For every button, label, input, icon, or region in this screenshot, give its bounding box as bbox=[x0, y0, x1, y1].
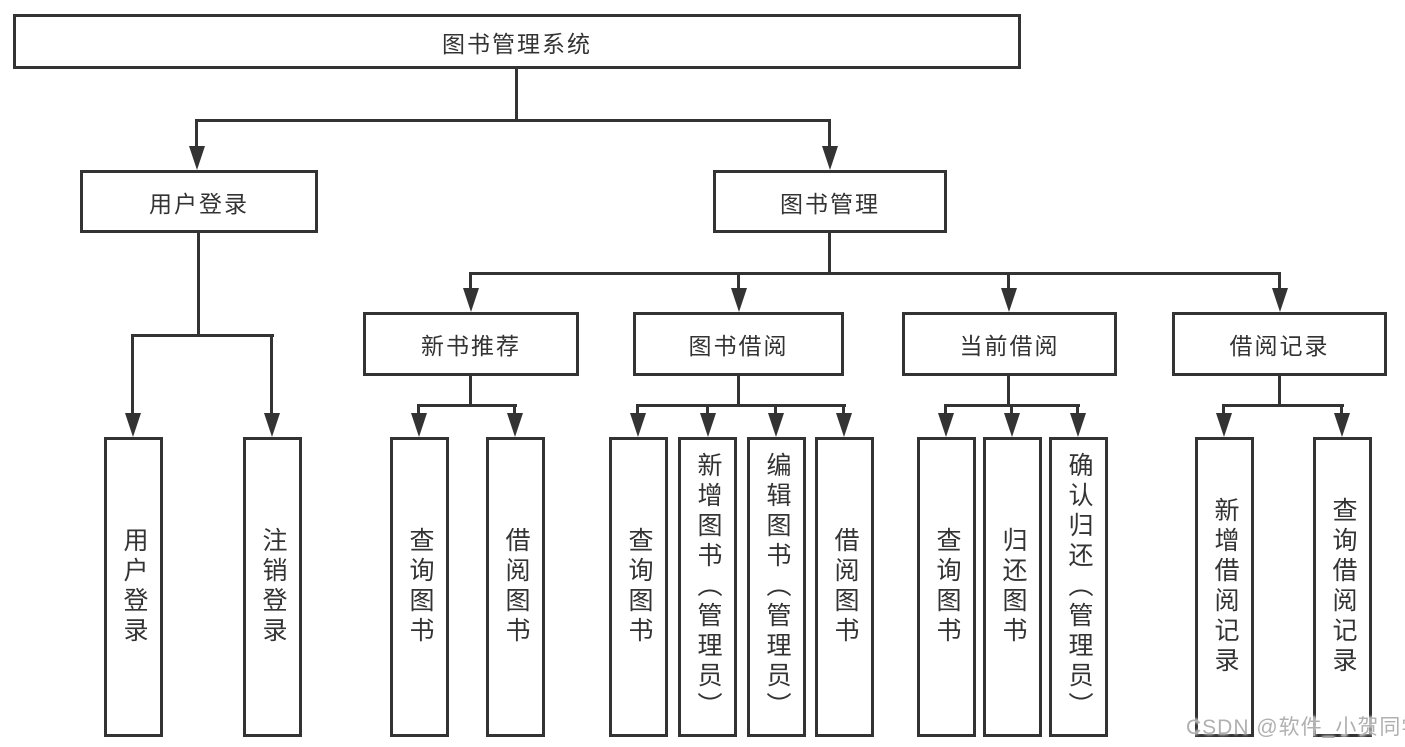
connector-root-stem bbox=[515, 68, 518, 121]
leaf-user-login-label: 用户登录 bbox=[120, 527, 148, 647]
leaf-bb-query-book: 查询图书 bbox=[609, 437, 668, 737]
connector-cb-confirm-stem bbox=[1076, 404, 1079, 418]
leaf-bb-borrow-book-label: 借阅图书 bbox=[831, 527, 859, 647]
node-book-management-label: 图书管理 bbox=[780, 190, 880, 217]
node-library-management-system-label: 图书管理系统 bbox=[442, 30, 592, 57]
connector-br-query-stem bbox=[1340, 404, 1343, 418]
leaf-logout: 注销登录 bbox=[243, 437, 302, 737]
leaf-cb-confirm-return: 确认归还（管理员） bbox=[1049, 437, 1108, 737]
leaf-cb-return-book-label: 归还图书 bbox=[999, 527, 1027, 647]
leaf-bb-add-book-label: 新增图书（管理员） bbox=[694, 452, 722, 722]
connector-borrow-records-bar bbox=[1222, 404, 1344, 407]
connector-bb-edit-stem bbox=[774, 404, 777, 418]
connector-to-new-book-stem bbox=[469, 272, 472, 292]
connector-book-borrow-stem2 bbox=[737, 375, 740, 407]
connector-root-to-user-login-stem bbox=[195, 119, 198, 149]
connector-bb-query-stem bbox=[636, 404, 639, 418]
connector-to-leaf-logout-stem bbox=[270, 334, 273, 416]
arrow-bb-query-icon bbox=[630, 413, 646, 437]
leaf-br-query-record-label: 查询借阅记录 bbox=[1329, 497, 1357, 677]
node-library-management-system: 图书管理系统 bbox=[13, 14, 1021, 69]
arrow-to-borrow-records-icon bbox=[1272, 288, 1288, 312]
node-user-login-label: 用户登录 bbox=[149, 190, 249, 217]
connector-root-bar bbox=[195, 119, 831, 122]
arrow-cb-confirm-icon bbox=[1070, 413, 1086, 437]
leaf-br-add-record-label: 新增借阅记录 bbox=[1211, 497, 1239, 677]
leaf-bb-borrow-book: 借阅图书 bbox=[815, 437, 874, 737]
leaf-user-login: 用户登录 bbox=[104, 437, 163, 737]
connector-nb-query-stem bbox=[417, 404, 420, 418]
connector-user-login-stem bbox=[197, 232, 200, 336]
connector-new-book-stem bbox=[469, 375, 472, 407]
node-book-borrow: 图书借阅 bbox=[633, 312, 844, 376]
leaf-br-query-record: 查询借阅记录 bbox=[1313, 437, 1372, 737]
arrow-bb-edit-icon bbox=[768, 413, 784, 437]
connector-book-borrow-bar bbox=[636, 404, 846, 407]
arrow-br-query-icon bbox=[1334, 413, 1350, 437]
leaf-nb-query-book-label: 查询图书 bbox=[406, 527, 434, 647]
node-new-book-recommend-label: 新书推荐 bbox=[421, 333, 521, 359]
arrow-to-new-book-icon bbox=[463, 288, 479, 312]
connector-to-current-borrow-stem bbox=[1007, 272, 1010, 292]
connector-br-add-stem bbox=[1222, 404, 1225, 418]
leaf-nb-borrow-book: 借阅图书 bbox=[486, 437, 545, 737]
connector-borrow-records-stem2 bbox=[1278, 375, 1281, 407]
connector-root-to-book-management-stem bbox=[828, 119, 831, 149]
leaf-bb-query-book-label: 查询图书 bbox=[625, 527, 653, 647]
arrow-nb-borrow-icon bbox=[507, 413, 523, 437]
arrow-br-add-icon bbox=[1216, 413, 1232, 437]
node-borrow-records: 借阅记录 bbox=[1172, 312, 1387, 376]
leaf-nb-query-book: 查询图书 bbox=[390, 437, 449, 737]
leaf-cb-confirm-return-label: 确认归还（管理员） bbox=[1065, 452, 1093, 722]
arrow-cb-return-icon bbox=[1004, 413, 1020, 437]
arrow-to-leaf-logout-icon bbox=[264, 413, 280, 437]
connector-to-leaf-login-stem bbox=[131, 334, 134, 416]
connector-bb-add-stem bbox=[706, 404, 709, 418]
leaf-br-add-record: 新增借阅记录 bbox=[1195, 437, 1254, 737]
connector-current-borrow-stem2 bbox=[1007, 375, 1010, 407]
connector-user-login-bar bbox=[131, 334, 274, 337]
connector-new-book-bar bbox=[417, 404, 517, 407]
arrow-bb-borrow-icon bbox=[836, 413, 852, 437]
arrow-to-book-management-icon bbox=[822, 146, 838, 170]
node-book-management: 图书管理 bbox=[713, 170, 947, 233]
arrow-to-leaf-login-icon bbox=[125, 413, 141, 437]
node-current-borrow-label: 当前借阅 bbox=[959, 333, 1060, 359]
leaf-cb-query-book: 查询图书 bbox=[917, 437, 976, 737]
arrow-cb-query-icon bbox=[938, 413, 954, 437]
connector-nb-borrow-stem bbox=[513, 404, 516, 418]
arrow-nb-query-icon bbox=[411, 413, 427, 437]
connector-bb-borrow-stem bbox=[842, 404, 845, 418]
leaf-cb-query-book-label: 查询图书 bbox=[933, 527, 961, 647]
arrow-to-user-login-icon bbox=[189, 146, 205, 170]
connector-book-management-stem bbox=[828, 232, 831, 275]
node-new-book-recommend: 新书推荐 bbox=[363, 312, 579, 376]
leaf-bb-add-book: 新增图书（管理员） bbox=[678, 437, 737, 737]
node-current-borrow: 当前借阅 bbox=[902, 312, 1117, 376]
node-user-login: 用户登录 bbox=[80, 170, 318, 233]
arrow-to-current-borrow-icon bbox=[1001, 288, 1017, 312]
connector-to-borrow-records-stem bbox=[1278, 272, 1281, 292]
leaf-nb-borrow-book-label: 借阅图书 bbox=[502, 527, 530, 647]
watermark: CSDN @软件_小贺同学 bbox=[1186, 716, 1405, 739]
connector-book-management-bar bbox=[469, 272, 1280, 275]
leaf-logout-label: 注销登录 bbox=[259, 527, 287, 647]
node-book-borrow-label: 图书借阅 bbox=[688, 333, 789, 359]
connector-cb-return-stem bbox=[1010, 404, 1013, 418]
leaf-cb-return-book: 归还图书 bbox=[983, 437, 1042, 737]
arrow-bb-add-icon bbox=[700, 413, 716, 437]
leaf-bb-edit-book-label: 编辑图书（管理员） bbox=[763, 452, 791, 722]
connector-to-book-borrow-stem bbox=[737, 272, 740, 292]
node-borrow-records-label: 借阅记录 bbox=[1229, 333, 1330, 359]
connector-cb-query-stem bbox=[944, 404, 947, 418]
arrow-to-book-borrow-icon bbox=[731, 288, 747, 312]
leaf-bb-edit-book: 编辑图书（管理员） bbox=[747, 437, 806, 737]
